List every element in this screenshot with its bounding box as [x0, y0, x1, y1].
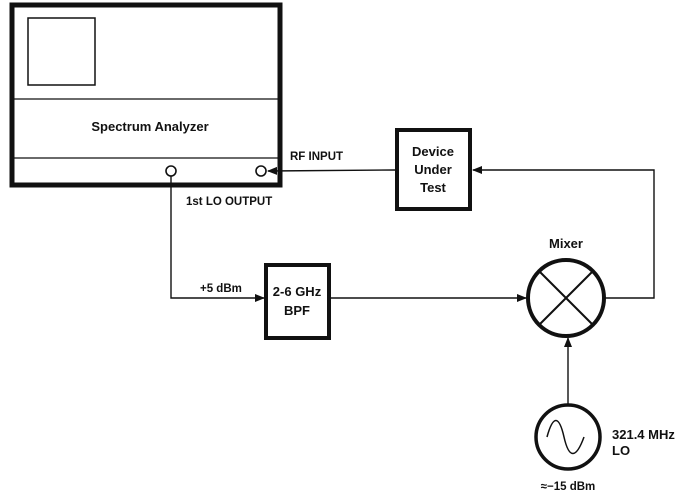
- wire-dut-to-rf-input: [267, 166, 396, 175]
- dut-label-line1: Device: [412, 144, 454, 159]
- device-under-test: Device Under Test: [395, 128, 472, 211]
- mixer: [526, 258, 606, 338]
- lo-source: [534, 403, 602, 471]
- bpf-input-level: +5 dBm: [200, 283, 242, 295]
- dut-label-line2: Under: [414, 162, 452, 177]
- rf-input-port: [255, 165, 267, 177]
- lo-output-port: [165, 165, 177, 177]
- bandpass-filter: 2-6 GHz BPF: [264, 263, 331, 340]
- analyzer-screen: [27, 17, 96, 86]
- wire-mixer-to-dut: [472, 166, 655, 299]
- wire-lo-to-bpf: [170, 176, 265, 302]
- analyzer-label: Spectrum Analyzer: [91, 119, 208, 134]
- lo-source-label-line2: LO: [612, 443, 630, 458]
- lo-source-label-line1: 321.4 MHz: [612, 427, 675, 442]
- lo-source-level: ≈−15 dBm: [541, 481, 596, 493]
- rf-input-label: RF INPUT: [290, 151, 343, 163]
- dut-label-line3: Test: [420, 180, 446, 195]
- bpf-label-line1: 2-6 GHz: [273, 284, 322, 299]
- spectrum-analyzer: Spectrum Analyzer: [9, 2, 283, 188]
- lo-output-label: 1st LO OUTPUT: [186, 196, 272, 208]
- bpf-label-line2: BPF: [284, 303, 310, 318]
- mixer-label: Mixer: [549, 236, 583, 251]
- sine-wave-icon: [546, 419, 585, 455]
